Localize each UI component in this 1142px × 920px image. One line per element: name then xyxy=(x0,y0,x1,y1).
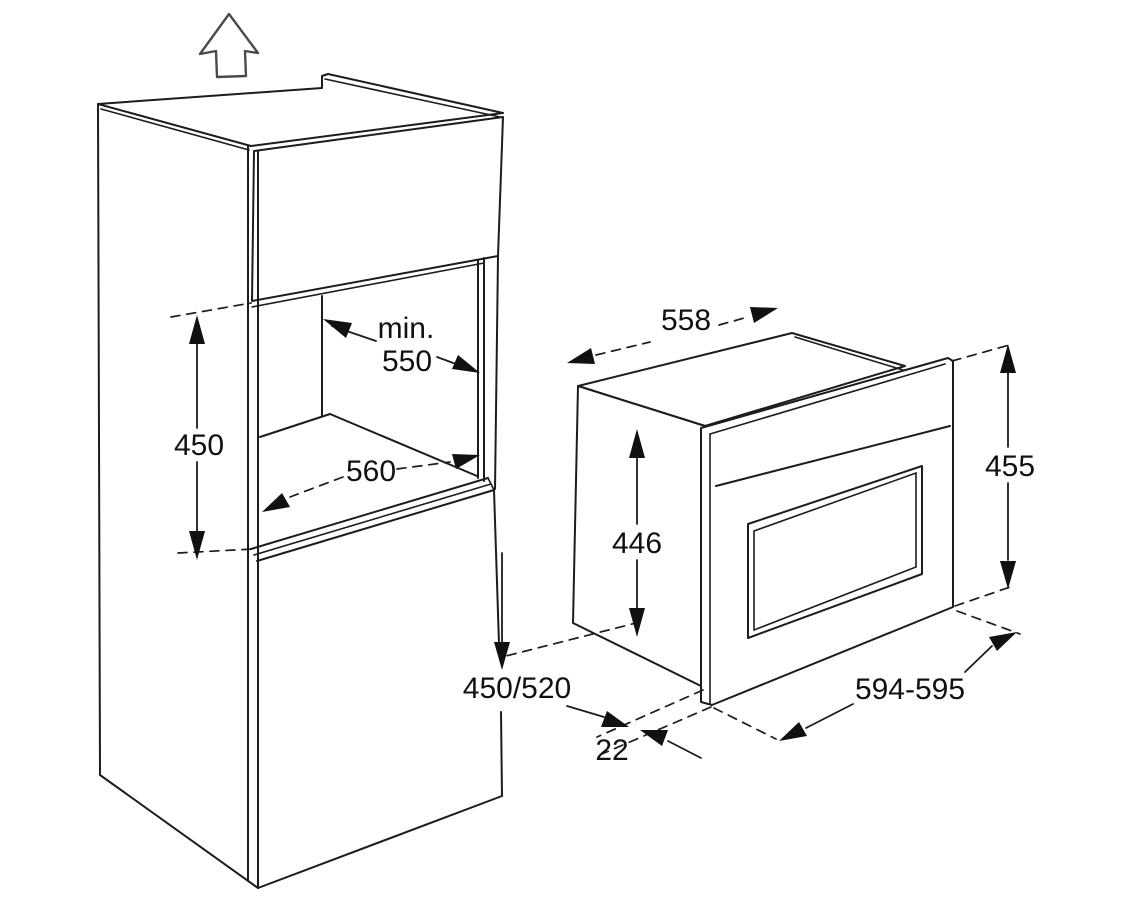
oven-front-panel xyxy=(700,357,954,706)
dim-oven-front-width: 594-595 xyxy=(713,610,1021,741)
oven-depth-label: 558 xyxy=(661,304,711,337)
lower-cabinet-height-label: 450/520 xyxy=(463,672,571,705)
oven-door-window xyxy=(747,465,923,639)
dim-oven-front-height: 455 xyxy=(951,343,1035,607)
front-overhang-label: 22 xyxy=(595,734,628,767)
min-depth-label: 550 xyxy=(382,345,432,378)
cabinet-top-face xyxy=(97,73,504,147)
oven-body-height-label: 446 xyxy=(612,527,662,560)
dim-front-overhang: 22 xyxy=(566,689,712,767)
niche-height-label: 450 xyxy=(174,429,224,462)
oven-front-width-label: 594-595 xyxy=(855,673,965,706)
cabinet-upper-door xyxy=(251,116,504,302)
built-in-oven xyxy=(572,332,954,706)
dim-min-depth: min. 550 xyxy=(323,312,480,378)
dim-niche-width: 560 xyxy=(262,454,480,512)
cabinet-niche xyxy=(250,257,495,556)
dim-lower-cabinet-height: 450/520 xyxy=(463,552,641,705)
dim-oven-body-height: 446 xyxy=(612,429,662,637)
cabinet-left-back-edge xyxy=(97,103,101,776)
dim-oven-depth: 558 xyxy=(567,304,778,364)
oven-control-panel-divider xyxy=(715,425,951,487)
niche-width-label: 560 xyxy=(346,455,396,488)
min-prefix-label: min. xyxy=(378,312,435,345)
up-arrow-icon xyxy=(198,12,260,79)
tall-cabinet xyxy=(97,73,504,889)
cabinet-lower-door xyxy=(256,489,503,889)
dim-niche-height: 450 xyxy=(170,302,254,560)
oven-front-height-label: 455 xyxy=(985,450,1035,483)
